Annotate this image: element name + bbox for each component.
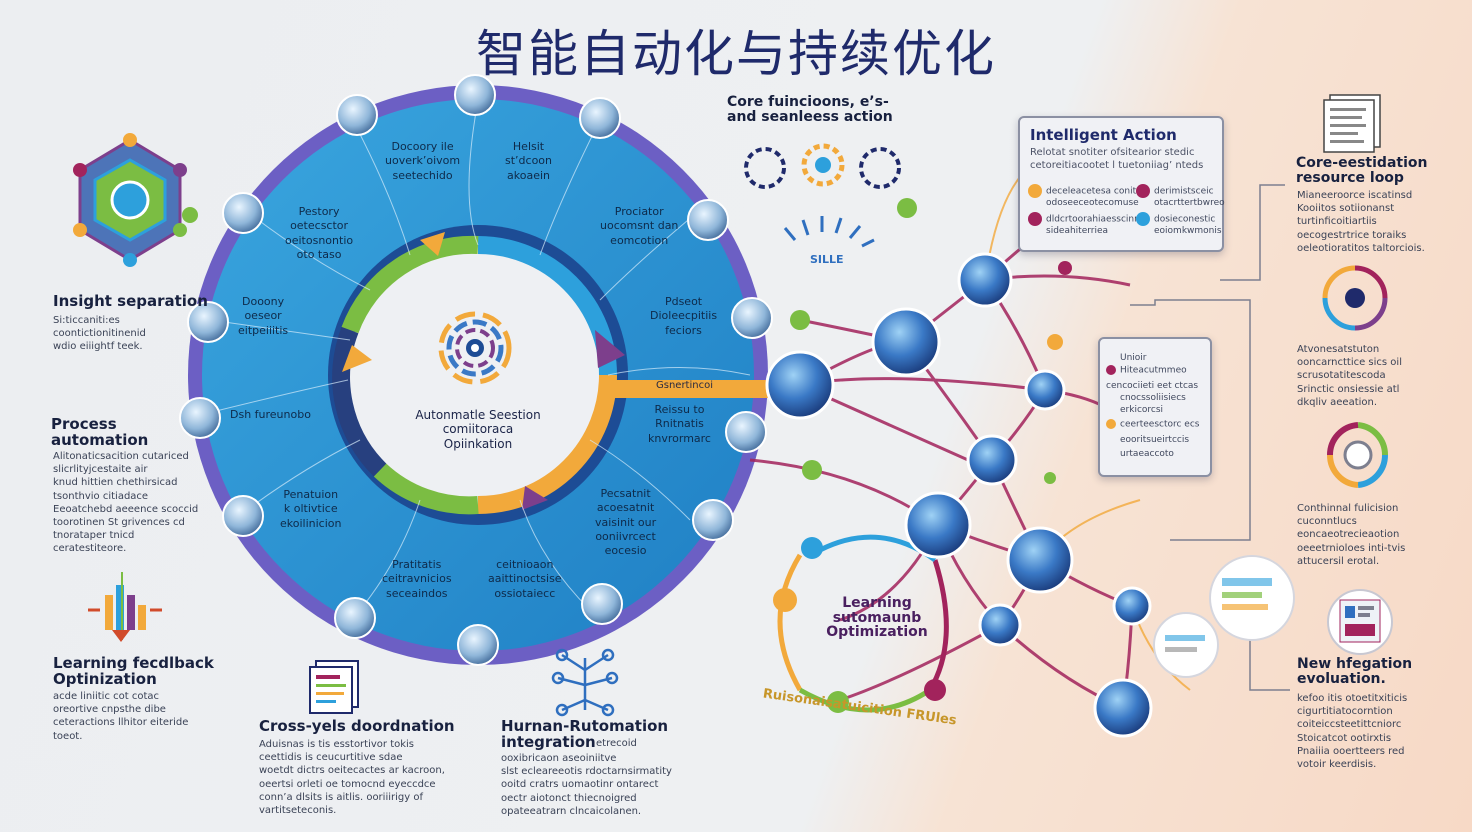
top-mid-label: Core fuincioons, e’s- and seanleess acti… [727, 94, 893, 125]
orange-dot-icon [1028, 184, 1042, 198]
ring-segment-11: Dooony oeseor eitpeiiitis [238, 295, 289, 337]
panel-row: derimistsceic [1136, 184, 1214, 198]
human-side-note: etrecoid [596, 738, 637, 749]
human-body: ooxibricaon aseoiniitve slst ecleareeoti… [501, 753, 672, 817]
magenta-dot-icon [1106, 365, 1116, 375]
ring-segment-12: Pestory oetecsctor oeitosnontio oto taso [285, 205, 354, 261]
new-body: kefoo itis otoetitxiticis cigurtitiatoco… [1297, 693, 1408, 770]
ring-segment-8: Pratitatis ceitravnicios seceaindos [382, 558, 452, 600]
process-heading: Process automation [51, 415, 149, 449]
bar-chart-icon [88, 572, 162, 642]
gear-cluster-icon [744, 143, 901, 189]
main-ring [179, 74, 773, 666]
burst-icon [783, 216, 875, 248]
insight-body: Si:ticcaniti:es coontictionitinenid wdio… [53, 315, 146, 353]
process-body: Alitonaticsacition cutariced slicrlityjc… [53, 451, 199, 555]
photo-card-icon [1327, 589, 1393, 655]
ring-arc-tag: Gsnertincoi [656, 380, 713, 391]
auto-body: Atvonesatstuton ooncarncttice sics oil s… [1297, 344, 1402, 408]
ring-segment-7: ceitnioaon aaittinoctsise ossiotaiecc [488, 558, 562, 600]
new-heading: New hfegation evoluation. [1297, 656, 1413, 687]
blue-dot-icon [1136, 212, 1150, 226]
panel-row: dosieconestic [1136, 212, 1215, 226]
learning-heading: Learning fecdlback Optinization [53, 654, 214, 688]
core-heading: Core-eestidation resource loop [1296, 155, 1428, 186]
sille-label: SILLE [810, 253, 844, 266]
contin-body: Conthinnal fulicision cuconntlucs eoncae… [1297, 503, 1406, 567]
panel-title: Intelligent Action [1030, 126, 1177, 144]
panel-row: odoseeceotecomuse [1046, 198, 1139, 208]
loop-icon [1326, 422, 1389, 488]
human-heading: Hurnan-Rutomation integration [501, 717, 669, 751]
panel-subtitle: Relotat snotiter ofsitearior stedic ceto… [1030, 147, 1204, 171]
magenta-dot-icon [1028, 212, 1042, 226]
panel-row: dldcrtoorahiaesscinna [1028, 212, 1145, 226]
ring-segment-4: Pdseot Dioleecpitiis feciors [650, 295, 718, 337]
magenta-dot-icon [1136, 184, 1150, 198]
ring-segment-1: Docoory ile uoverk’oivom seetechido [385, 140, 461, 182]
network-nodes [765, 252, 1153, 738]
ring-segment-5: Reissu to Rnitnatis knvrormarc [648, 403, 711, 445]
card-bubbles-icon [1153, 555, 1295, 678]
neural-tree-icon [551, 648, 619, 717]
ring-segment-9: Penatuion k oltivtice ekoilinicion [280, 488, 342, 530]
cycle-icon [1322, 265, 1388, 331]
panel-row: otacrttertbwreo [1154, 198, 1225, 208]
cross-heading: Cross-yels doordnation [259, 717, 455, 735]
page-title: 智能自动化与持续优化 [476, 25, 996, 83]
center-emblem-icon [438, 311, 512, 385]
core-body: Mianeeroorce iscatinsd Kooiitos sotiiona… [1297, 190, 1425, 254]
ring-segment-2: Helsit st’dcoon akoaein [505, 140, 553, 182]
hexagon-network-icon [73, 133, 198, 267]
ring-center-label: Autonmatle Seestion comiitoraca Opiinkat… [415, 408, 541, 451]
ring-segment-10: Dsh fureunobo [230, 408, 311, 421]
ring-segment-6: Pecsatnit acoesatnit vaisinit our ooniiv… [595, 487, 657, 558]
report-icon [1323, 94, 1381, 153]
learning-body: acde liniitic cot cotac oreortive cnpsth… [53, 691, 189, 742]
orange-dot-icon [1106, 419, 1116, 429]
panel-row: sideahiterriea [1046, 226, 1109, 236]
intelligent-action-panel: Intelligent Action Relotat snotiter ofsi… [1018, 116, 1225, 252]
panel-row: eoiomkwmonis [1154, 226, 1222, 236]
status-panel: Unioir Hiteacutmmeo cencociieti eet ctca… [1098, 337, 1212, 477]
insight-heading: Insight separation [53, 292, 208, 310]
learning-loop-label: Learning sutomaunb Optimization [826, 595, 928, 641]
panel-row: deceleacetesa coniter [1028, 184, 1145, 198]
cross-body: Aduisnas is tis esstortivor tokis ceetti… [259, 739, 445, 816]
ring-segment-3: Prociator uocomsnt dan eomcotion [600, 205, 679, 247]
document-icon [309, 660, 359, 714]
